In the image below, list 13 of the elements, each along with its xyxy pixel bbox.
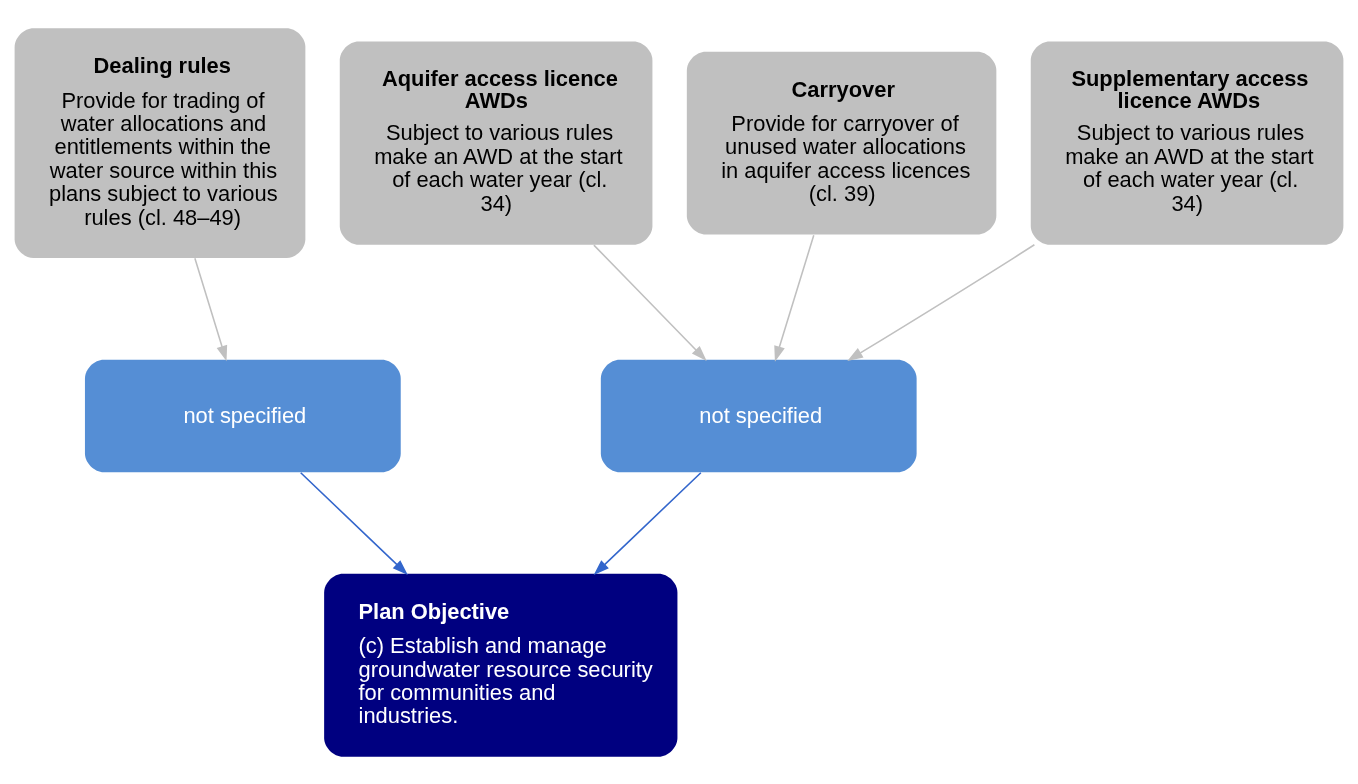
arrow (774, 234, 815, 362)
node-box: not specified (84, 359, 401, 472)
arrow (593, 243, 707, 361)
arrow (194, 257, 228, 361)
arrow (847, 243, 1036, 361)
node-box: Plan Objective (c) Establish and manage groundwater resource security for communities and industries. (324, 573, 678, 757)
arrow (593, 471, 702, 575)
arrow (299, 471, 408, 575)
node-box: Dealing rules Provide for trading of water allocations and entitlements within the water source within this plans subject to various rules (cl. 48–49) (14, 27, 306, 258)
node-box: not specified (600, 359, 917, 472)
node-box: Aquifer access licence AWDs Subject to various rules make an AWD at the start of each water year (cl. 34) (339, 41, 653, 245)
node-box: Carryover Provide for carryover of unused water allocations in aquifer access licences (cl. 39) (686, 51, 997, 235)
node-box: Supplementary access licence AWDs Subject to various rules make an AWD at the start of each water year (cl. 34) (1030, 41, 1344, 245)
